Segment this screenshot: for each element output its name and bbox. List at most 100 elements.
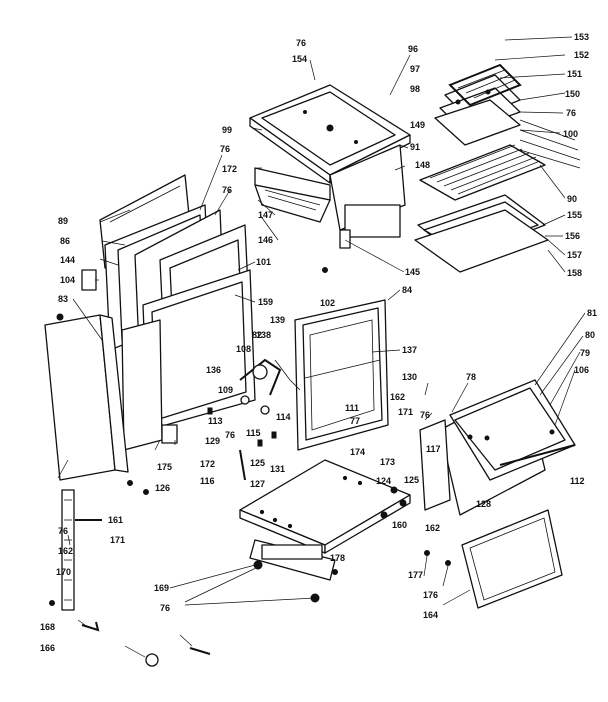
callout-label: 125	[250, 458, 265, 468]
callout-label: 76	[222, 185, 232, 195]
callout-label: 117	[426, 444, 441, 454]
callout-label: 152	[574, 50, 589, 60]
callout-label: 126	[155, 483, 170, 493]
callout-label: 102	[320, 298, 335, 308]
callout-label: 176	[423, 590, 438, 600]
callout-label: 81	[587, 308, 597, 318]
callout-label: 153	[574, 32, 589, 42]
callout-label: 97	[410, 64, 420, 74]
callout-label: 166	[40, 643, 55, 653]
callout-label: 158	[567, 268, 582, 278]
callout-label: 162	[58, 546, 73, 556]
callout-label: 173	[380, 457, 395, 467]
oven-door-frame	[294, 299, 389, 451]
callout-label: 178	[330, 553, 345, 563]
callout-label: 101	[256, 257, 271, 267]
cooktop-top-panel	[249, 84, 411, 184]
callout-label: 100	[563, 129, 578, 139]
callout-label: 145	[405, 267, 420, 277]
callout-label: 157	[567, 250, 582, 260]
callout-label: 91	[410, 142, 420, 152]
callout-label: 82	[252, 330, 262, 340]
callout-label: 112	[570, 476, 585, 486]
callout-label: 79	[580, 348, 590, 358]
callout-label: 170	[56, 567, 71, 577]
callout-label: 148	[415, 160, 430, 170]
callout-label: 168	[40, 622, 55, 632]
valve-assembly	[207, 358, 301, 481]
leader-lines	[57, 36, 586, 658]
callout-label: 162	[390, 392, 405, 402]
grate-assembly	[434, 63, 522, 146]
callout-label: 83	[58, 294, 68, 304]
broiler-pan	[239, 459, 411, 554]
callout-label: 109	[218, 385, 233, 395]
callout-label: 128	[476, 499, 491, 509]
callout-labels: 153 76 154 96 152 97 98 151 150 76 99 14…	[40, 32, 597, 653]
callout-label: 76	[566, 108, 576, 118]
callout-label: 172	[222, 164, 237, 174]
callout-label: 149	[410, 120, 425, 130]
oven-racks	[414, 119, 581, 273]
callout-label: 174	[350, 447, 365, 457]
callout-label: 115	[246, 428, 261, 438]
oven-door	[419, 379, 576, 516]
callout-label: 164	[423, 610, 438, 620]
callout-label: 113	[208, 416, 223, 426]
hardware	[49, 267, 451, 667]
callout-label: 151	[567, 69, 582, 79]
callout-label: 76	[220, 144, 230, 154]
callout-label: 156	[565, 231, 580, 241]
callout-label: 76	[225, 430, 235, 440]
callout-label: 147	[258, 210, 273, 220]
callout-label: 86	[60, 236, 70, 246]
callout-label: 137	[402, 345, 417, 355]
drawer-base	[249, 539, 338, 603]
callout-label: 139	[270, 315, 285, 325]
drawer-front	[461, 509, 563, 609]
callout-label: 131	[270, 464, 285, 474]
callout-label: 76	[296, 38, 306, 48]
callout-label: 76	[58, 526, 68, 536]
callout-label: 177	[408, 570, 423, 580]
callout-label: 127	[250, 479, 265, 489]
callout-label: 99	[222, 125, 232, 135]
callout-label: 76	[420, 410, 430, 420]
callout-label: 169	[154, 583, 169, 593]
callout-label: 138	[256, 330, 271, 340]
callout-label: 129	[205, 436, 220, 446]
callout-label: 150	[565, 89, 580, 99]
callout-label: 125	[404, 475, 419, 485]
callout-label: 160	[392, 520, 407, 530]
callout-label: 136	[206, 365, 221, 375]
callout-label: 114	[276, 412, 291, 422]
callout-label: 78	[466, 372, 476, 382]
left-side-cabinet	[44, 314, 129, 481]
callout-label: 90	[567, 194, 577, 204]
callout-label: 80	[585, 330, 595, 340]
callout-label: 161	[108, 515, 123, 525]
control-panel-trim	[254, 144, 406, 249]
callout-label: 171	[398, 407, 413, 417]
callout-label: 144	[60, 255, 75, 265]
callout-label: 108	[236, 344, 251, 354]
callout-label: 104	[60, 275, 75, 285]
callout-label: 162	[425, 523, 440, 533]
callout-label: 116	[200, 476, 215, 486]
kick-strip	[61, 489, 102, 611]
callout-label: 154	[292, 54, 307, 64]
callout-label: 76	[160, 603, 170, 613]
callout-label: 146	[258, 235, 273, 245]
callout-label: 130	[402, 372, 417, 382]
callout-label: 155	[567, 210, 582, 220]
callout-label: 89	[58, 216, 68, 226]
callout-label: 77	[350, 416, 360, 426]
callout-label: 98	[410, 84, 420, 94]
callout-label: 84	[402, 285, 412, 295]
callout-label: 124	[376, 476, 391, 486]
callout-label: 106	[574, 365, 589, 375]
callout-label: 159	[258, 297, 273, 307]
front-frame	[121, 269, 256, 451]
callout-label: 111	[345, 403, 359, 413]
